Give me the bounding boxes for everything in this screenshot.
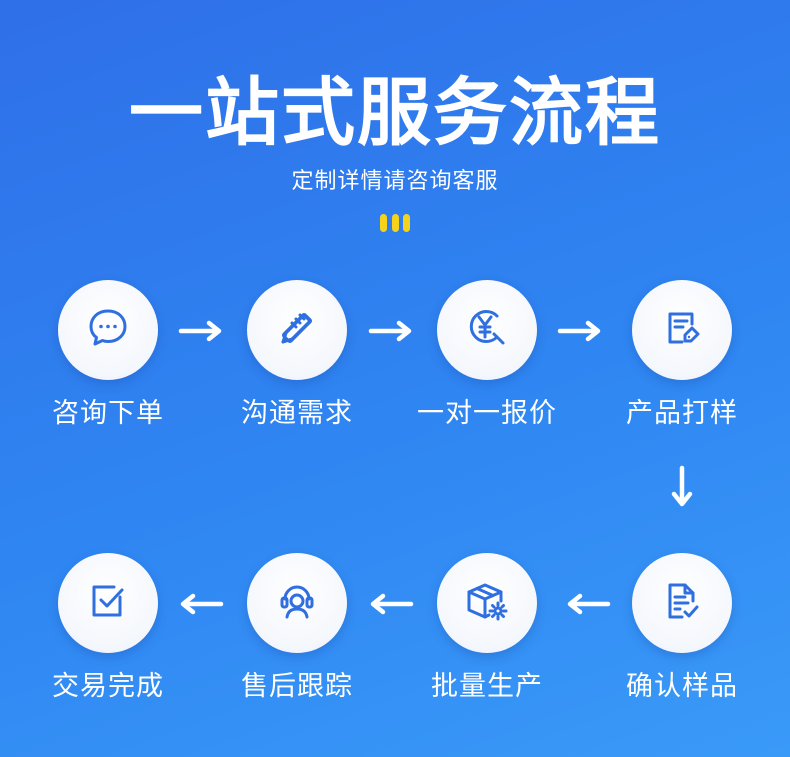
box-gear-icon <box>463 577 511 629</box>
step-circle <box>632 280 732 380</box>
step-label: 售后跟踪 <box>241 671 353 702</box>
pencil-ruler-icon <box>273 304 321 356</box>
document-tag-icon <box>658 304 706 356</box>
dot <box>380 214 387 232</box>
step-after-sales: 售后跟踪 <box>197 553 397 705</box>
arrow-right-icon <box>368 320 414 342</box>
step-label: 确认样品 <box>626 671 738 702</box>
step-consult-order: 咨询下单 <box>8 280 208 432</box>
chat-bubble-icon <box>84 304 132 356</box>
step-deal-complete: 交易完成 <box>8 553 208 705</box>
arrow-right-icon <box>178 320 224 342</box>
step-circle <box>247 553 347 653</box>
step-mass-production: 批量生产 <box>387 553 587 705</box>
page-title: 一站式服务流程 <box>129 70 661 156</box>
document-check-icon <box>658 577 706 629</box>
arrow-left-icon <box>368 593 414 615</box>
step-sampling: 产品打样 <box>582 280 782 432</box>
arrow-left-icon <box>178 593 224 615</box>
step-circle <box>58 280 158 380</box>
step-quote: 一对一报价 <box>387 280 587 432</box>
checkbox-icon <box>84 577 132 629</box>
yen-search-icon <box>463 304 511 356</box>
step-circle <box>437 280 537 380</box>
arrow-left-icon <box>565 593 611 615</box>
step-communicate-needs: 沟通需求 <box>197 280 397 432</box>
dot <box>403 214 410 232</box>
step-label: 交易完成 <box>52 671 164 702</box>
dot <box>391 214 399 232</box>
step-label: 沟通需求 <box>241 398 353 429</box>
step-label: 咨询下单 <box>52 398 164 429</box>
step-circle <box>437 553 537 653</box>
decorative-dots <box>380 214 410 232</box>
page-subtitle: 定制详情请咨询客服 <box>291 169 499 194</box>
step-circle <box>632 553 732 653</box>
step-label: 一对一报价 <box>417 398 557 429</box>
step-label: 批量生产 <box>431 671 543 702</box>
headset-user-icon <box>273 577 321 629</box>
step-confirm-sample: 确认样品 <box>582 553 782 705</box>
step-circle <box>58 553 158 653</box>
arrow-down-icon <box>670 465 694 509</box>
step-label: 产品打样 <box>626 398 738 429</box>
step-circle <box>247 280 347 380</box>
arrow-right-icon <box>557 320 603 342</box>
